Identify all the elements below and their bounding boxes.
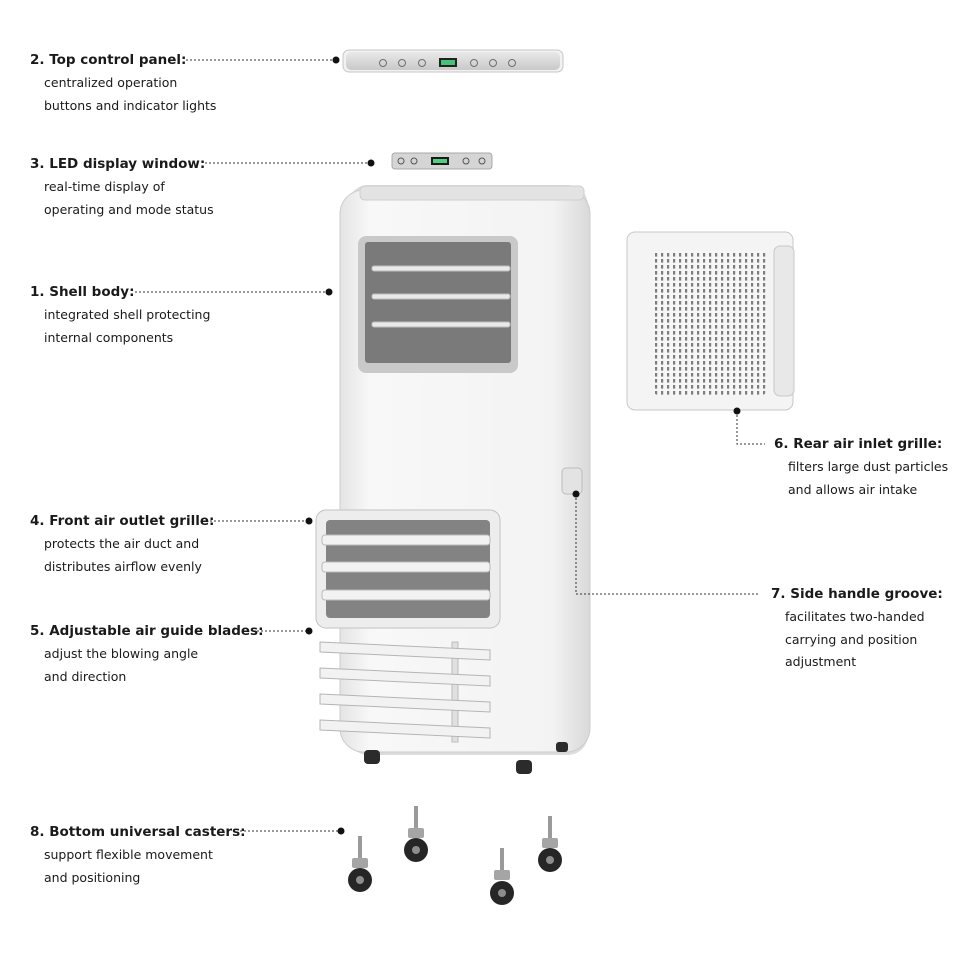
callout-title: 8. Bottom universal casters: xyxy=(30,824,246,840)
callout-side-handle-groove: 7. Side handle groove: facilitates two-h… xyxy=(771,585,943,674)
callout-line: adjustment xyxy=(785,654,857,669)
callout-front-air-outlet-grille: 4. Front air outlet grille: protects the… xyxy=(30,512,214,578)
callout-line: buttons and indicator lights xyxy=(44,97,217,113)
front-air-outlet-grille xyxy=(315,509,501,629)
callout-line: and positioning xyxy=(44,869,141,885)
callout-adjustable-air-guide-blades: 5. Adjustable air guide blades: adjust t… xyxy=(30,622,264,688)
callout-line: protects the air duct and xyxy=(44,536,200,551)
callout-line: and allows air intake xyxy=(788,481,918,497)
callout-line: facilitates two-handed xyxy=(785,609,925,624)
callout-title: 2. Top control panel: xyxy=(30,52,187,68)
callout-title: 4. Front air outlet grille: xyxy=(30,513,215,529)
callout-line: internal components xyxy=(44,329,174,345)
callout-description: filters large dust particles and allows … xyxy=(774,456,948,501)
callout-description: integrated shell protecting internal com… xyxy=(30,304,210,349)
callout-description: protects the air duct and distributes ai… xyxy=(30,533,214,578)
callout-line: filters large dust particles xyxy=(788,459,949,474)
callout-bottom-universal-casters: 8. Bottom universal casters: support fle… xyxy=(30,823,246,889)
callout-description: centralized operation buttons and indica… xyxy=(30,72,216,117)
rear-air-inlet-grille xyxy=(626,231,795,411)
callout-line: operating and mode status xyxy=(44,201,214,217)
callout-line: integrated shell protecting xyxy=(44,307,211,322)
callout-line: centralized operation xyxy=(44,75,178,90)
leader-lines xyxy=(135,59,765,832)
bottom-universal-casters xyxy=(348,806,562,905)
callout-title: 5. Adjustable air guide blades: xyxy=(30,623,264,639)
callout-line: adjust the blowing angle xyxy=(44,646,199,661)
callout-rear-air-inlet-grille: 6. Rear air inlet grille: filters large … xyxy=(774,435,948,501)
callout-line: carrying and position xyxy=(785,631,918,647)
callout-description: support flexible movement and positionin… xyxy=(30,844,246,889)
callout-line: real-time display of xyxy=(44,179,165,194)
callout-title: 1. Shell body: xyxy=(30,284,135,300)
led-display-window xyxy=(391,152,493,170)
callout-description: facilitates two-handed carrying and posi… xyxy=(771,606,943,674)
callout-top-control-panel: 2. Top control panel: centralized operat… xyxy=(30,51,216,117)
callout-title: 6. Rear air inlet grille: xyxy=(774,436,943,452)
shell-body xyxy=(339,185,591,755)
leader-dots xyxy=(305,56,741,835)
callout-shell-body: 1. Shell body: integrated shell protecti… xyxy=(30,283,210,349)
callout-description: adjust the blowing angle and direction xyxy=(30,643,264,688)
callout-line: and direction xyxy=(44,668,127,684)
callout-line: support flexible movement xyxy=(44,847,213,862)
callout-description: real-time display of operating and mode … xyxy=(30,176,214,221)
top-control-panel xyxy=(342,49,564,73)
callout-line: distributes airflow evenly xyxy=(44,558,202,574)
callout-led-display-window: 3. LED display window: real-time display… xyxy=(30,155,214,221)
callout-title: 7. Side handle groove: xyxy=(771,586,943,602)
attached-casters xyxy=(364,742,568,774)
callout-title: 3. LED display window: xyxy=(30,156,206,172)
adjustable-air-guide-blades xyxy=(319,641,491,743)
